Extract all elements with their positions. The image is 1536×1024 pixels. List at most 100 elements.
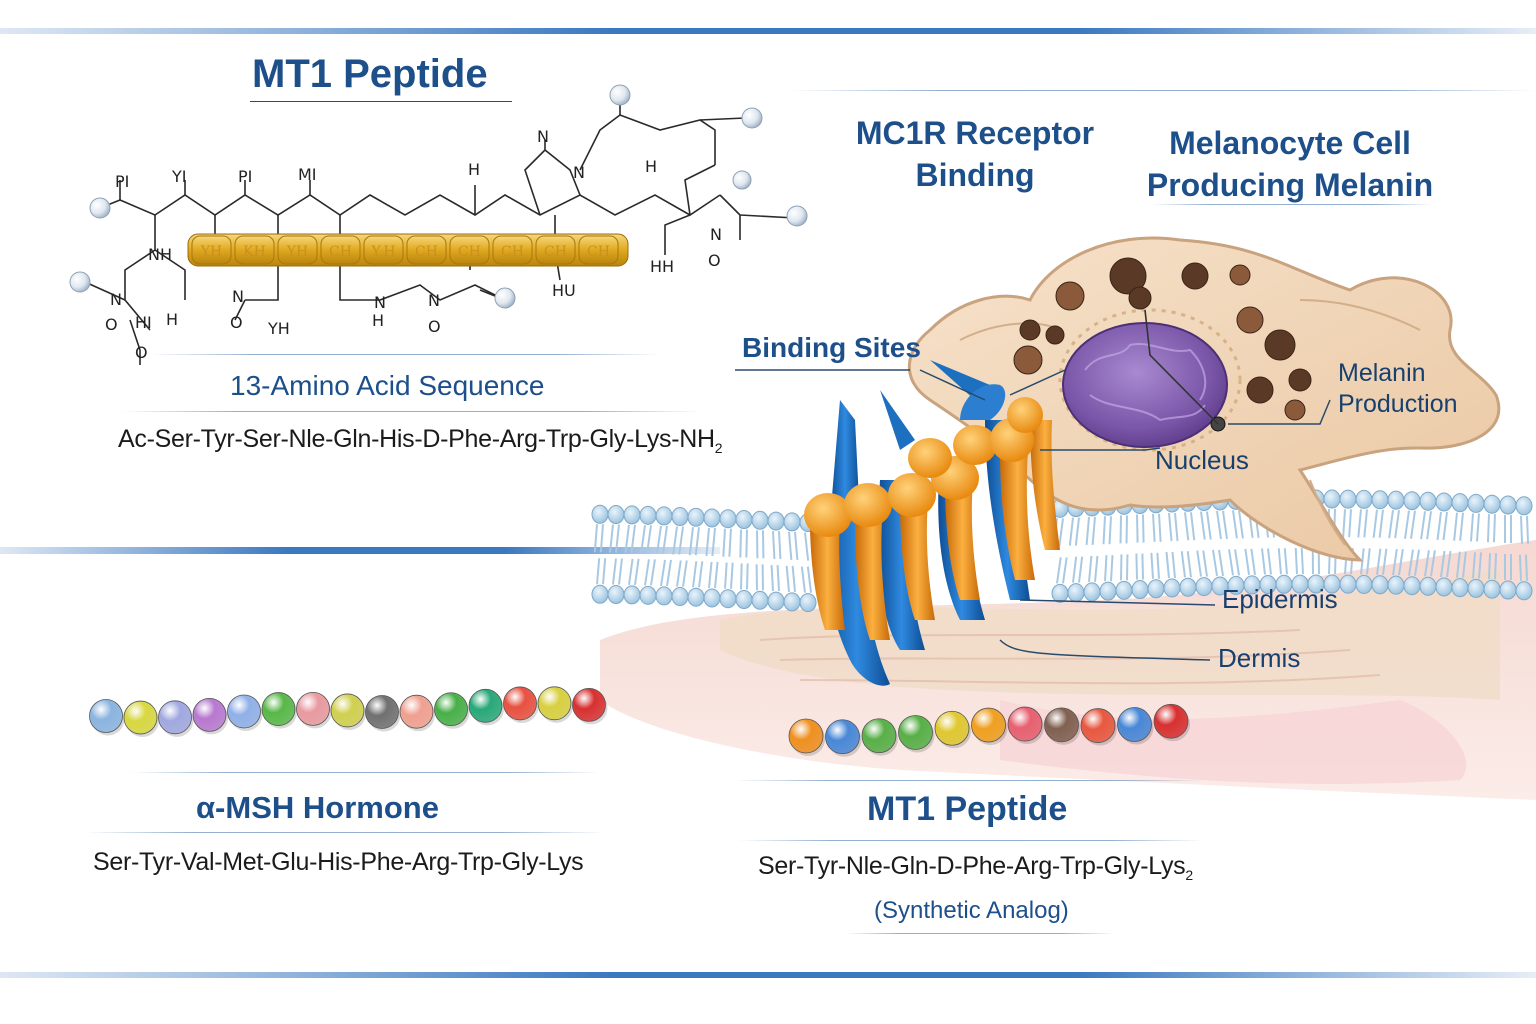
melanocyte-title-underline xyxy=(1152,204,1432,205)
melanocyte-title: Melanocyte Cell Producing Melanin xyxy=(1145,122,1435,206)
amino-acid-bead xyxy=(330,693,365,728)
structure-atoms: PI YI PI MI H N N H NH HH O O N O N N H … xyxy=(105,127,722,362)
alpha-msh-sequence: Ser-Tyr-Val-Met-Glu-His-Phe-Arg-Trp-Gly-… xyxy=(93,848,584,876)
mt1-bottom-sequence-subscript: 2 xyxy=(1185,867,1193,883)
nucleus-label: Nucleus xyxy=(1155,445,1249,475)
mc1r-title: MC1R Receptor Binding xyxy=(850,112,1100,196)
melanin-granule xyxy=(1109,257,1147,295)
amino-acid-bead xyxy=(296,691,330,726)
alpha-msh-divider-bottom xyxy=(85,832,605,833)
atom-label: HI xyxy=(135,313,152,332)
atom-label: N xyxy=(374,293,386,312)
atom-label: O xyxy=(135,343,148,362)
backbone-segment xyxy=(406,235,447,265)
atom-label: N xyxy=(232,287,244,306)
backbone-segment-label: YH xyxy=(200,244,222,260)
atom-label: YH xyxy=(267,319,290,338)
middle-rule xyxy=(0,547,720,554)
melanin-label-line1: Melanin xyxy=(1338,359,1426,387)
amino-acid-bead xyxy=(261,692,296,726)
amino-acid-bead xyxy=(158,700,192,735)
atom-label: HU xyxy=(552,281,576,300)
backbone-segment xyxy=(277,235,318,265)
atom-label: O xyxy=(708,251,721,270)
amino-acid-bead xyxy=(572,688,606,722)
mt1-bottom-title: MT1 Peptide xyxy=(867,790,1068,828)
mt1-bottom-divider-top xyxy=(735,780,1205,781)
atom-label: H xyxy=(468,160,480,179)
atom-label: N xyxy=(110,290,122,309)
sequence-divider-bottom xyxy=(120,411,700,412)
peptide-structure xyxy=(84,95,796,365)
backbone-segment xyxy=(449,235,490,265)
mt1-bead-chain xyxy=(788,703,1190,757)
amino-acid-bead xyxy=(399,694,434,729)
melanin-granule xyxy=(1236,306,1264,334)
structure-terminal-atoms xyxy=(69,84,808,309)
backbone-segment xyxy=(234,235,275,265)
atom-label: H xyxy=(645,157,657,176)
amino-acid-bead xyxy=(934,710,970,746)
mt1-bottom-sequence-text: Ser-Tyr-Nle-Gln-D-Phe-Arg-Trp-Gly-Lys xyxy=(758,852,1186,880)
mt1-bottom-divider-mid xyxy=(738,840,1203,841)
melanin-granule xyxy=(1229,264,1251,286)
backbone-segment-label: CH xyxy=(329,244,352,260)
amino-acid-bead xyxy=(1044,707,1079,743)
epidermis-label: Epidermis xyxy=(1222,584,1338,614)
melanin-granule xyxy=(1284,399,1306,421)
backbone-segment xyxy=(492,235,533,265)
melanin-granule xyxy=(1181,262,1209,290)
backbone-segment-label: Y.H xyxy=(370,244,395,260)
mc1r-title-line1: MC1R Receptor xyxy=(855,115,1095,151)
atom-label: N xyxy=(537,127,549,146)
atom-label: N xyxy=(573,163,585,182)
atom-label: O xyxy=(105,315,118,334)
backbone-segment xyxy=(320,235,361,265)
mt1-bottom-divider-bottom xyxy=(845,933,1115,934)
atom-label: H xyxy=(166,310,178,329)
melanin-granule xyxy=(1288,368,1312,392)
amino-acid-bead xyxy=(1007,706,1043,742)
mt1-full-sequence: Ac-Ser-Tyr-Ser-Nle-Gln-His-D-Phe-Arg-Trp… xyxy=(118,425,723,456)
amino-acid-bead xyxy=(971,707,1006,743)
amino-acid-bead xyxy=(861,718,897,754)
atom-label: HH xyxy=(650,257,674,276)
backbone-segment-label: YH xyxy=(286,244,308,260)
amino-acid-bead xyxy=(365,695,399,729)
backbone-segment-label: CH xyxy=(501,244,524,260)
amino-acid-bead xyxy=(1080,708,1116,743)
melanin-granule xyxy=(1128,286,1152,310)
backbone-segment-label: CH xyxy=(415,244,438,260)
melanocyte-cell xyxy=(907,236,1501,562)
atom-label: YI xyxy=(171,167,187,186)
mt1-full-sequence-subscript: 2 xyxy=(714,440,723,456)
amino-acid-bead xyxy=(1117,707,1152,742)
binding-sites-label: Binding Sites xyxy=(742,332,921,363)
backbone-segment xyxy=(363,235,404,265)
melanin-label-line2: Production xyxy=(1338,390,1458,418)
melanin-granule xyxy=(1013,345,1043,375)
melanocyte-title-line2: Producing Melanin xyxy=(1146,167,1434,203)
mt1-peptide-title: MT1 Peptide xyxy=(252,52,488,96)
synthetic-analog-note: (Synthetic Analog) xyxy=(874,897,1069,924)
amino-acid-bead xyxy=(192,697,227,732)
amino-acid-bead xyxy=(788,718,824,754)
callout-lines xyxy=(735,369,1331,661)
melanocyte-title-line1: Melanocyte Cell xyxy=(1169,125,1411,161)
melanin-granule xyxy=(1055,281,1085,311)
melanin-production-label: Melanin Production xyxy=(1338,358,1458,420)
melanin-granule xyxy=(1246,376,1274,404)
dermis-label: Dermis xyxy=(1218,643,1301,673)
backbone-segment xyxy=(535,235,576,265)
backbone-segment-label: CH xyxy=(587,244,610,260)
atom-label: MI xyxy=(298,165,317,184)
amino-acid-bead xyxy=(503,686,537,721)
amino-acid-bead xyxy=(898,715,933,750)
atom-label: N xyxy=(710,225,722,244)
atom-label: O xyxy=(428,317,441,336)
backbone-segment xyxy=(578,235,619,265)
bottom-rule xyxy=(0,972,1536,978)
atom-label: PI xyxy=(115,172,129,191)
